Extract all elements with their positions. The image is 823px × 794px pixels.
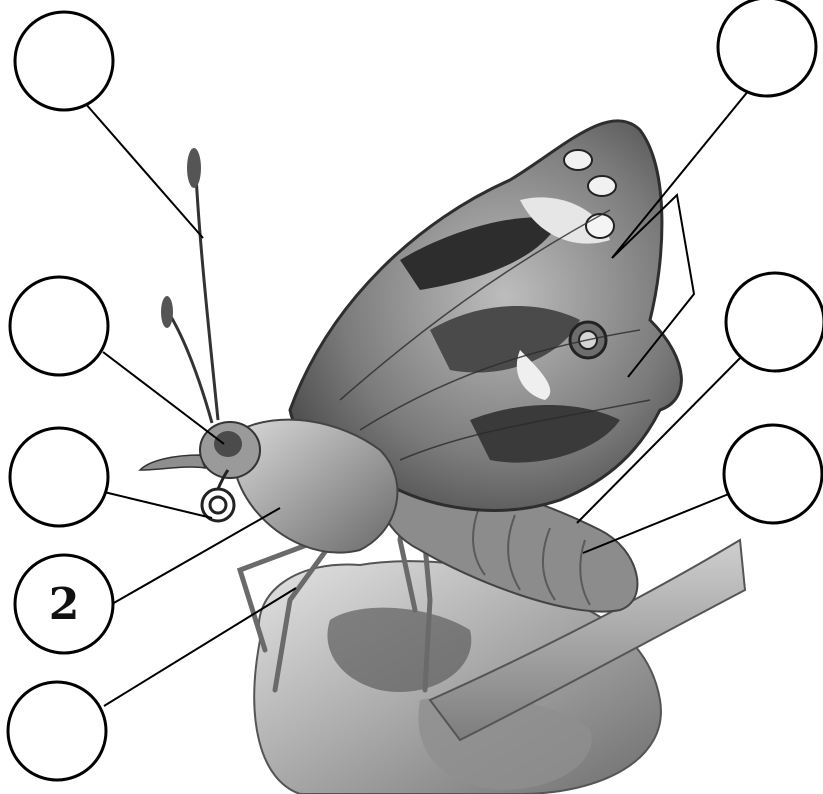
head-illustration <box>140 422 260 478</box>
label-circle-proboscis[interactable] <box>10 428 108 526</box>
leader-abdomen-lower <box>583 489 741 553</box>
label-thorax-text: 2 <box>49 579 80 630</box>
label-circle-legs[interactable] <box>8 682 106 780</box>
label-circle-abdomen-upper[interactable] <box>726 273 823 371</box>
leader-proboscis <box>104 492 212 518</box>
label-circle-wings[interactable] <box>718 0 816 96</box>
label-circle-antenna[interactable] <box>15 12 113 110</box>
leader-thorax <box>112 508 280 604</box>
leader-antenna <box>85 103 203 238</box>
label-circle-abdomen-lower[interactable] <box>724 425 822 523</box>
antenna-club-upper <box>187 148 201 188</box>
antenna-club-lower <box>161 296 173 328</box>
antennae-illustration <box>170 175 218 423</box>
label-circle-eye[interactable] <box>10 277 108 375</box>
label-circle-thorax[interactable]: 2 <box>15 555 113 653</box>
